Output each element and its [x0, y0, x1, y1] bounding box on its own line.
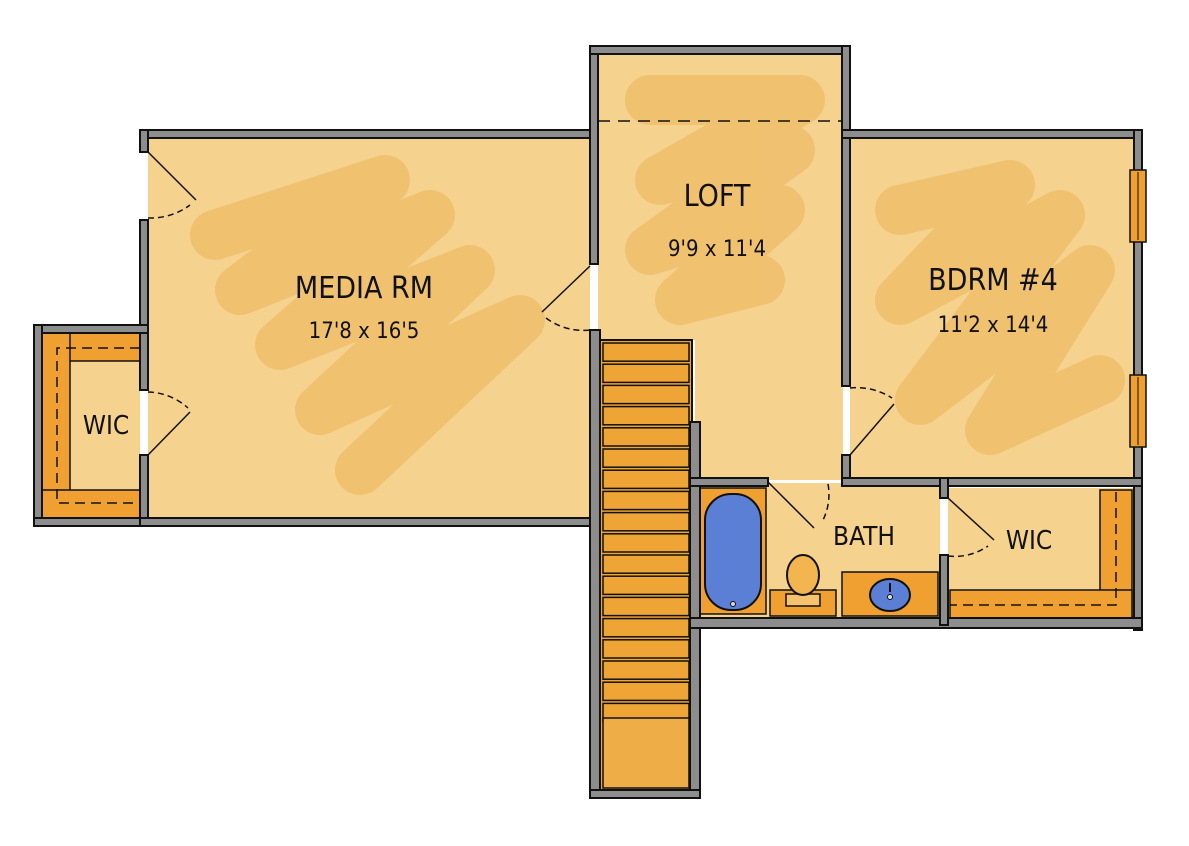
stair-tread	[602, 448, 690, 468]
toilet-bowl	[786, 554, 820, 596]
stair-tread	[602, 469, 690, 490]
stair-tread	[602, 490, 690, 511]
stairs-icon	[599, 339, 693, 791]
wall-bath-wic-lower	[939, 554, 949, 626]
wic-left-name: WIC	[83, 411, 129, 441]
wall-stair-left	[589, 329, 601, 799]
wall-stair-bottom	[589, 789, 701, 799]
floor-shading	[190, 75, 1125, 495]
wall-bath-top	[689, 477, 769, 487]
stair-treads	[602, 342, 690, 723]
bedroom-shading	[875, 160, 1125, 455]
media-room-dims: 17'8 x 16'5	[309, 319, 420, 344]
room-labels: MEDIA RM 17'8 x 16'5 LOFT 9'9 x 11'4 BDR…	[83, 179, 1058, 556]
wall-loft-right-upper	[841, 45, 851, 387]
bathtub-icon	[704, 493, 762, 611]
door-swing-icon	[849, 386, 895, 456]
doors	[147, 120, 995, 558]
wall-bath-wic-upper	[939, 477, 949, 499]
shelf-right-rod	[950, 492, 1117, 606]
loft-name: LOFT	[684, 179, 751, 214]
door-swing-icon	[767, 481, 830, 529]
sink-icon	[841, 571, 939, 617]
stair-tread	[602, 660, 690, 680]
wall-bedroom-bottom	[841, 477, 1143, 487]
wall-bedroom-top	[841, 129, 1143, 139]
stair-tread	[602, 681, 690, 702]
stair-landing	[602, 717, 690, 789]
tub-drain	[730, 601, 736, 607]
loft-dims: 9'9 x 11'4	[668, 237, 766, 262]
wic-right-name: WIC	[1006, 526, 1052, 556]
media-room-name: MEDIA RM	[295, 271, 433, 306]
wall-wic-left-side	[33, 324, 43, 526]
bath-fixtures	[699, 487, 939, 617]
shelf-left-rod	[56, 347, 140, 504]
wall-loft-top	[589, 45, 851, 55]
toilet-icon	[769, 554, 837, 617]
wall-wic-left-bottom	[33, 517, 149, 527]
stair-tread	[602, 554, 690, 574]
stair-tread	[602, 617, 690, 638]
bedroom-name: BDRM #4	[928, 263, 1058, 298]
stair-tread	[602, 596, 690, 617]
wall-media-left-mid	[139, 219, 149, 391]
hall-floor	[695, 330, 843, 480]
wall-media-top	[139, 129, 599, 139]
stair-tread	[602, 405, 690, 426]
wall-loft-left-upper	[589, 45, 599, 265]
stair-tread	[602, 533, 690, 553]
media-shading	[190, 155, 545, 495]
stair-tread	[602, 384, 690, 405]
loft-shading	[625, 75, 825, 325]
wall-media-left-upper	[139, 129, 149, 153]
shelf-left-side	[41, 332, 71, 519]
wall-media-left-lower	[139, 454, 149, 526]
sink-drain	[887, 594, 893, 600]
wall-media-bottom	[139, 517, 599, 527]
stair-tread	[602, 639, 690, 659]
door-swing-icon	[147, 151, 197, 219]
stair-tread	[602, 511, 690, 532]
stair-tread	[602, 363, 690, 384]
bedroom-dims: 11'2 x 14'4	[938, 313, 1049, 338]
shelf-right-bottom	[949, 589, 1133, 621]
door-swing-icon	[947, 497, 995, 558]
bath-name: BATH	[833, 522, 895, 552]
windows	[1129, 169, 1147, 448]
door-swing-icon	[541, 265, 591, 332]
stair-tread	[602, 342, 690, 362]
wall-bath-bottom	[689, 617, 1143, 629]
stair-tread	[602, 575, 690, 596]
stair-tread	[602, 427, 690, 447]
wall-wic-left-top	[33, 324, 149, 334]
door-swing-icon	[147, 391, 191, 456]
